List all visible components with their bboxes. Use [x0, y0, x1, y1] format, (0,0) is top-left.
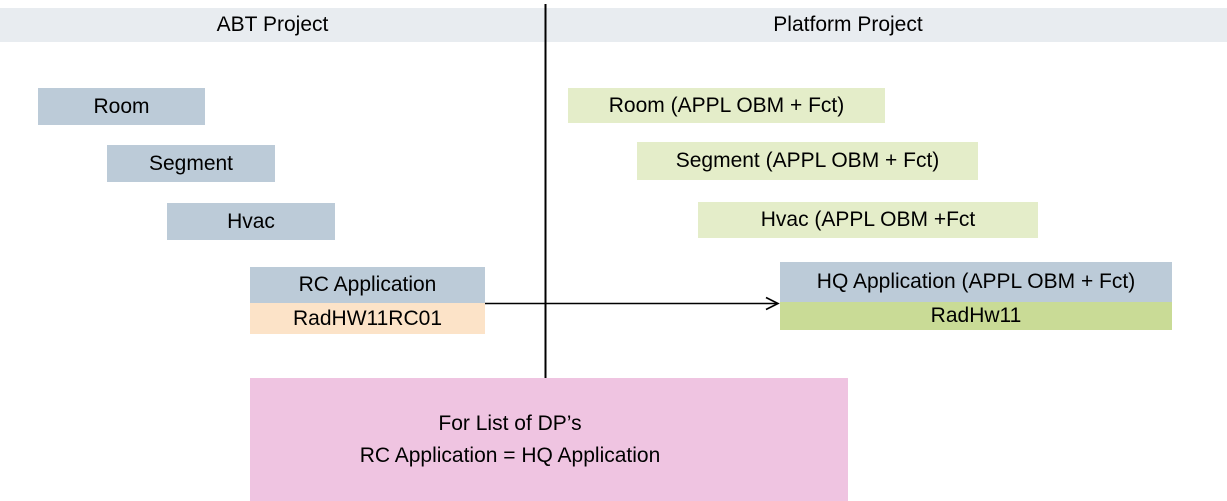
dp-list-note-box: For List of DP’s RC Application = HQ App…: [250, 378, 848, 501]
platform-room-box: Room (APPL OBM + Fct): [568, 88, 885, 123]
note-line-2: RC Application = HQ Application: [359, 443, 661, 467]
platform-segment-box: Segment (APPL OBM + Fct): [637, 142, 978, 180]
abt-hvac-box: Hvac: [167, 203, 335, 240]
mapping-arrow-head: [765, 296, 780, 311]
abt-rc-application-box: RC Application: [250, 267, 485, 303]
abt-segment-box: Segment: [107, 145, 275, 182]
platform-hq-application-box: HQ Application (APPL OBM + Fct): [780, 262, 1172, 302]
note-line-1: For List of DP’s: [438, 411, 582, 435]
abt-radhw11rc01-box: RadHW11RC01: [250, 303, 485, 334]
header-band: [0, 8, 1227, 42]
platform-project-header: Platform Project: [773, 13, 923, 36]
abt-room-box: Room: [38, 88, 205, 125]
abt-project-header: ABT Project: [216, 13, 329, 36]
platform-hvac-box: Hvac (APPL OBM +Fct: [698, 202, 1038, 238]
platform-radhw11-box: RadHw11: [780, 302, 1172, 330]
